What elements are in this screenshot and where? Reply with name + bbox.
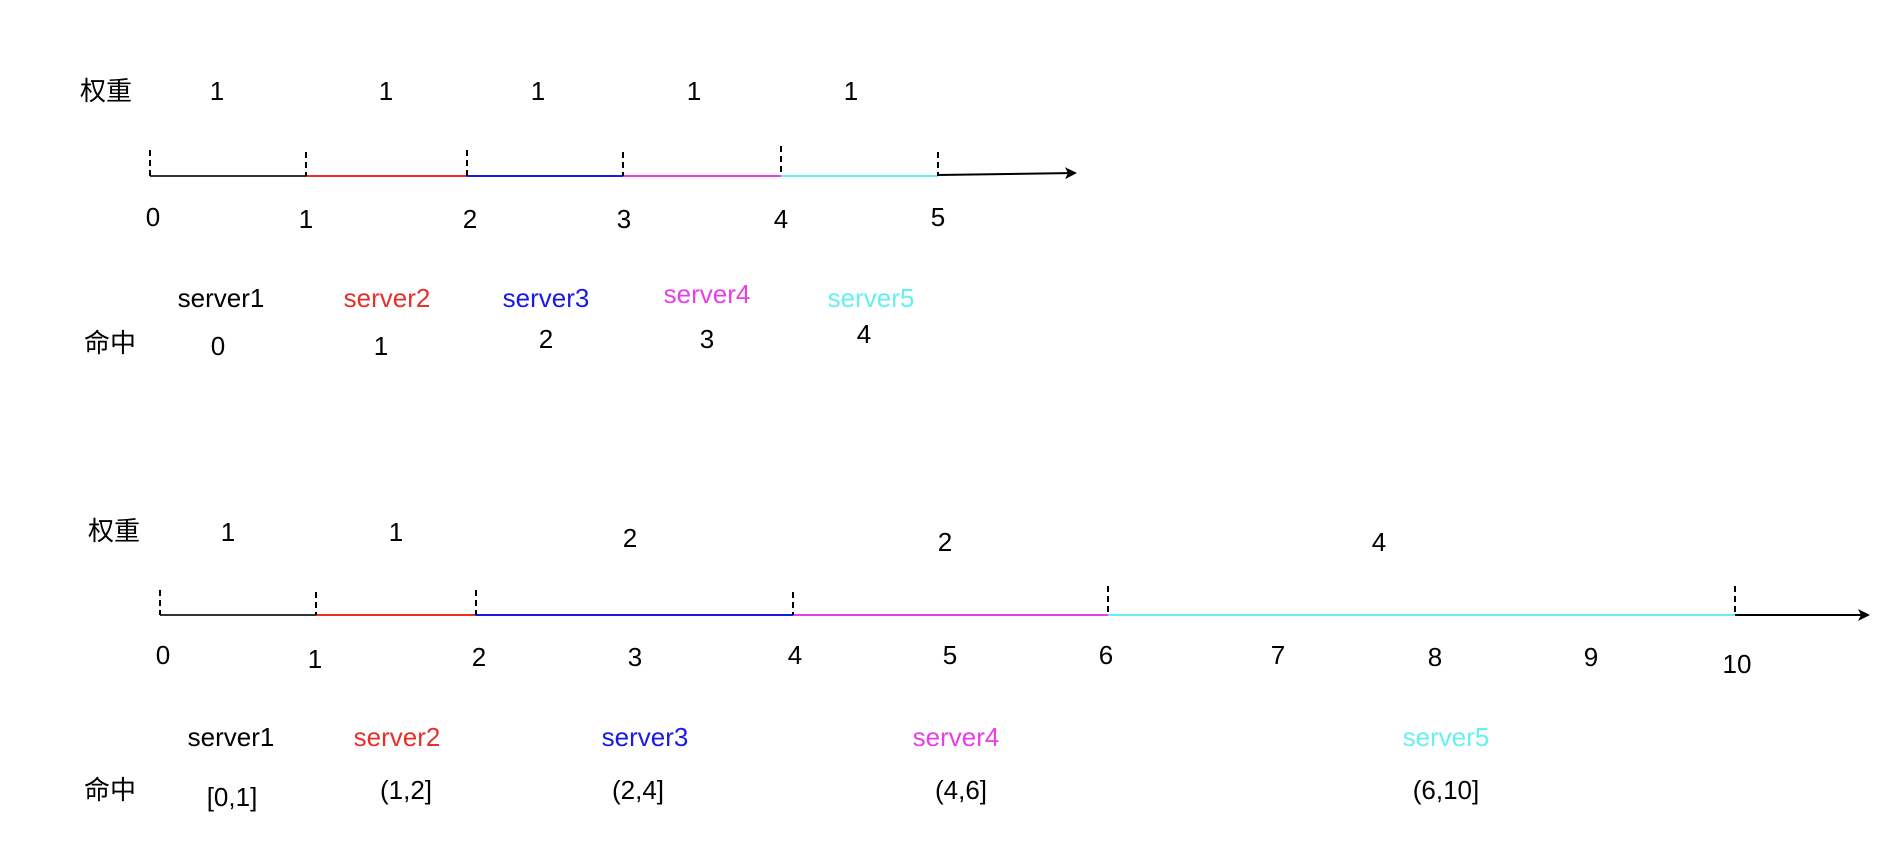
top-weight-4: 1 <box>687 76 701 106</box>
bottom-server-4: server4 <box>913 722 1000 752</box>
bottom-tick-labels: 0 1 2 3 4 5 6 7 8 9 10 <box>156 640 1752 679</box>
bottom-axis <box>159 586 1870 621</box>
bottom-weight-3: 2 <box>623 523 637 553</box>
bottom-tick-label-1: 1 <box>308 644 322 674</box>
top-server-4: server4 <box>664 279 751 309</box>
bottom-weight-2: 1 <box>389 517 403 547</box>
bottom-weight-label: 权重 <box>88 516 140 546</box>
bottom-tick-label-0: 0 <box>156 640 170 670</box>
top-tick-label-4: 4 <box>774 204 788 234</box>
bottom-tick-label-4: 4 <box>788 640 802 670</box>
top-weights: 1 1 1 1 1 <box>210 76 858 106</box>
top-tick-label-0: 0 <box>146 202 160 232</box>
bottom-hit-1: [0,1] <box>207 782 258 812</box>
top-weight-3: 1 <box>531 76 545 106</box>
top-tick-label-5: 5 <box>931 202 945 232</box>
bottom-server-1: server1 <box>188 722 275 752</box>
bottom-weight-1: 1 <box>221 517 235 547</box>
top-servers: server1 server2 server3 server4 server5 <box>178 279 915 313</box>
top-weight-label: 权重 <box>80 76 132 106</box>
bottom-hit-label: 命中 <box>84 775 136 805</box>
top-tick-label-1: 1 <box>299 204 313 234</box>
top-server-5: server5 <box>828 283 915 313</box>
top-weight-1: 1 <box>210 76 224 106</box>
top-diagram: 权重 命中 1 1 1 1 1 0 1 2 3 <box>80 76 1077 361</box>
top-weight-5: 1 <box>844 76 858 106</box>
top-hit-3: 2 <box>539 324 553 354</box>
bottom-hits: [0,1] (1,2] (2,4] (4,6] (6,10] <box>207 775 1480 812</box>
top-weight-2: 1 <box>379 76 393 106</box>
bottom-tick-label-9: 9 <box>1584 642 1598 672</box>
bottom-diagram: 权重 命中 1 1 2 2 4 0 1 2 3 <box>84 516 1870 812</box>
top-tick-label-3: 3 <box>617 204 631 234</box>
bottom-tick-label-3: 3 <box>628 642 642 672</box>
top-server-2: server2 <box>344 283 431 313</box>
top-tick-labels: 0 1 2 3 4 5 <box>146 202 945 234</box>
bottom-hit-4: (4,6] <box>935 775 987 805</box>
top-hit-label: 命中 <box>84 328 136 358</box>
top-axis <box>149 146 1077 180</box>
bottom-weight-5: 4 <box>1372 527 1386 557</box>
top-server-1: server1 <box>178 283 265 313</box>
bottom-server-2: server2 <box>354 722 441 752</box>
bottom-weights: 1 1 2 2 4 <box>221 517 1386 557</box>
top-arrow <box>937 167 1077 180</box>
bottom-tick-label-6: 6 <box>1099 640 1113 670</box>
bottom-tick-label-5: 5 <box>943 640 957 670</box>
top-hits: 0 1 2 3 4 <box>211 319 871 361</box>
bottom-weight-4: 2 <box>938 527 952 557</box>
bottom-server-3: server3 <box>602 722 689 752</box>
top-server-3: server3 <box>503 283 590 313</box>
bottom-hit-2: (1,2] <box>380 775 432 805</box>
top-hit-2: 1 <box>374 331 388 361</box>
bottom-hit-5: (6,10] <box>1413 775 1480 805</box>
top-tick-label-2: 2 <box>463 204 477 234</box>
top-hit-4: 3 <box>700 324 714 354</box>
bottom-tick-label-7: 7 <box>1271 640 1285 670</box>
top-hit-5: 4 <box>857 319 871 349</box>
bottom-hit-3: (2,4] <box>612 775 664 805</box>
top-hit-1: 0 <box>211 331 225 361</box>
bottom-tick-label-2: 2 <box>472 642 486 672</box>
bottom-server-5: server5 <box>1403 722 1490 752</box>
bottom-servers: server1 server2 server3 server4 server5 <box>188 722 1490 752</box>
bottom-tick-label-8: 8 <box>1428 642 1442 672</box>
bottom-tick-label-10: 10 <box>1723 649 1752 679</box>
